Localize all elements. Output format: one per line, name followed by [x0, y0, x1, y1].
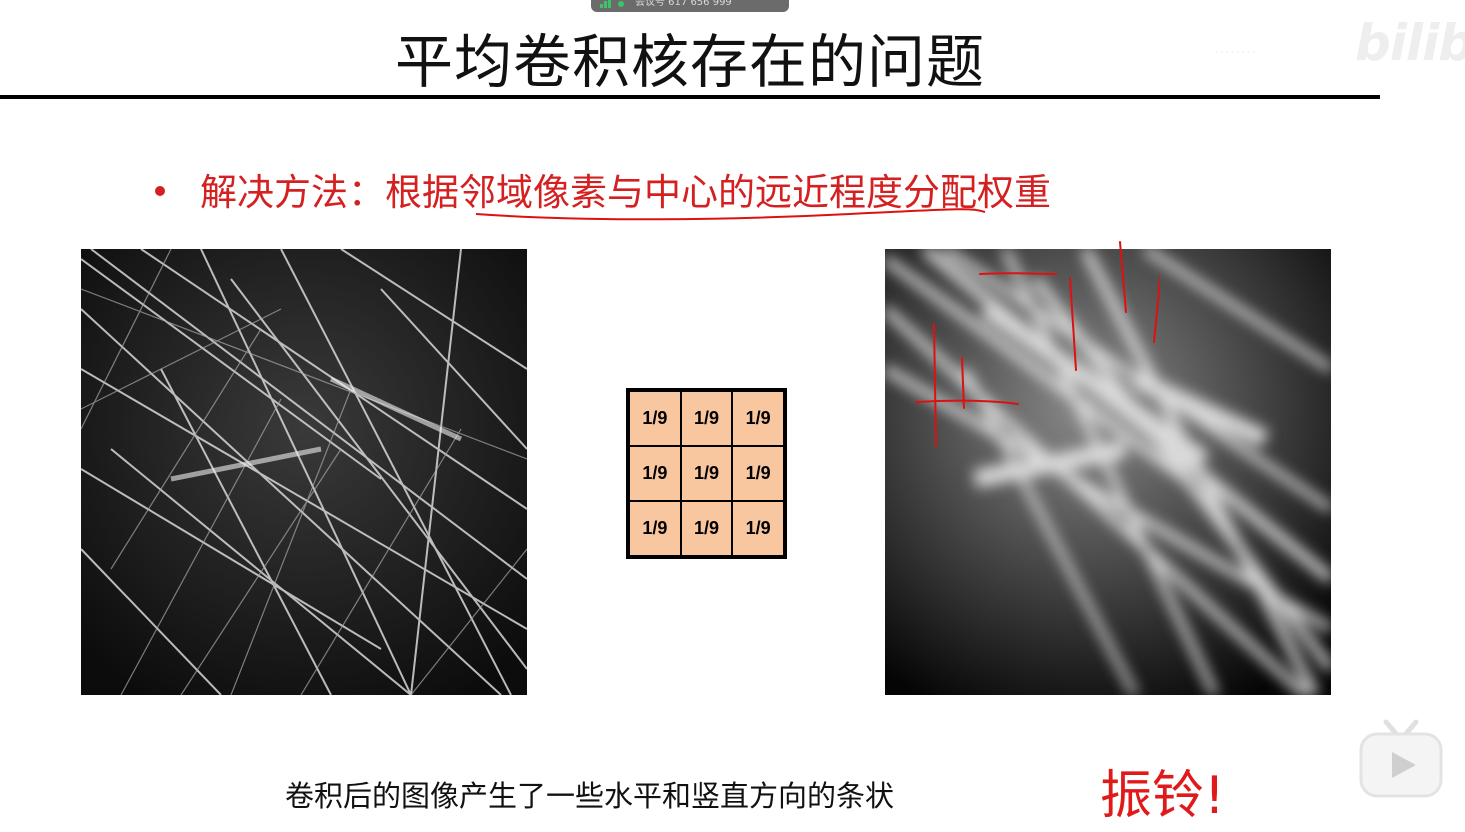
- original-grass-image: [81, 249, 527, 695]
- kernel-cell: 1/9: [732, 391, 784, 446]
- title-divider: [0, 95, 1380, 99]
- kernel-cell: 1/9: [680, 501, 733, 556]
- blurred-grass-image: [885, 249, 1331, 695]
- signal-icon: [600, 0, 614, 8]
- kernel-cell: 1/9: [680, 391, 733, 446]
- averaging-kernel-grid: 1/9 1/9 1/9 1/9 1/9 1/9 1/9 1/9 1/9: [626, 388, 787, 559]
- meeting-info-bar[interactable]: 会议号 617 656 999: [591, 0, 789, 12]
- bilibili-watermark: bilibili: [1355, 14, 1465, 72]
- bilibili-tv-icon[interactable]: [1358, 718, 1444, 800]
- kernel-cell: 1/9: [629, 446, 681, 501]
- kernel-cell: 1/9: [629, 391, 681, 446]
- meeting-id: 会议号 617 656 999: [635, 0, 732, 8]
- kernel-cell: 1/9: [680, 446, 733, 501]
- kernel-cell: 1/9: [732, 446, 784, 501]
- caption-text: 卷积后的图像产生了一些水平和竖直方向的条状: [285, 779, 895, 813]
- kernel-cell: 1/9: [732, 501, 784, 556]
- bullet-text: 解决方法：根据邻域像素与中心的远近程度分配权重: [200, 171, 1051, 214]
- ringing-emphasis: 振铃!: [1100, 766, 1225, 826]
- slide-title: 平均卷积核存在的问题: [394, 28, 985, 96]
- handwritten-underline: [475, 208, 986, 221]
- watermark-faint-text: ‥‥‥‥: [1214, 38, 1257, 57]
- kernel-cell: 1/9: [629, 501, 681, 556]
- status-dot-icon: [618, 1, 624, 7]
- bullet-marker: [155, 186, 165, 196]
